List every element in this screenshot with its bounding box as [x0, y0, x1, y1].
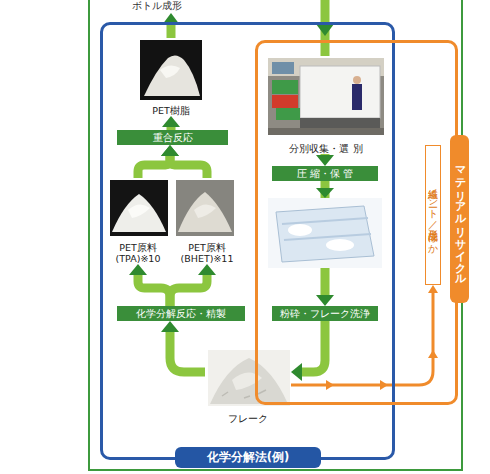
- bale-highlight: [326, 239, 354, 251]
- sign: [272, 62, 294, 74]
- arrow-head: [380, 380, 388, 390]
- flow-arrow: [321, 154, 330, 155]
- flake-texture: [222, 390, 266, 398]
- photo-tile: フレーク: [205, 348, 291, 424]
- bale-highlight: [288, 224, 312, 236]
- flake-heap: [210, 358, 288, 404]
- photo-background: [176, 180, 234, 236]
- photo-background: [268, 198, 382, 268]
- node-text: 粉砕・フレーク洗浄: [280, 308, 370, 319]
- node-text: 繊維／シート／成形品 ほか: [428, 181, 439, 248]
- arrow-head: [326, 380, 334, 390]
- photo-tile: PET樹脂: [133, 38, 209, 116]
- process-group: マテリアルリサイクル分別収集・選 別圧 縮・保 管粉砕・フレーク洗浄繊維／シート…: [255, 40, 458, 405]
- node-text: 化学分解反応・精製: [136, 308, 226, 319]
- process-box: 重合反応: [117, 130, 228, 145]
- powder-heap: [144, 55, 200, 96]
- flow-shaft: [167, 24, 176, 38]
- group-tab: マテリアルリサイクル: [450, 135, 469, 303]
- crate: [276, 108, 300, 120]
- powder-highlight: [160, 65, 180, 78]
- powder-highlight: [194, 204, 216, 218]
- ground: [268, 128, 384, 135]
- cut-label: ボトル成形: [132, 0, 182, 11]
- flow-arrow: [302, 321, 325, 372]
- node-text: PET樹脂: [152, 105, 190, 116]
- node-text: PET原料 (BHET)※11: [172, 242, 242, 264]
- process-box: 粉砕・フレーク洗浄: [272, 306, 378, 321]
- photo-tile: PET原料 (BHET)※11: [172, 178, 242, 264]
- arrow-head: [316, 24, 334, 36]
- photo-tile: PET原料 (TPA)※10: [106, 178, 170, 264]
- truck-chassis: [300, 118, 380, 128]
- node-text: PET原料 (TPA)※10: [106, 242, 170, 264]
- arrow-head: [316, 188, 334, 198]
- photo-background: [110, 180, 168, 236]
- photo-background: [208, 350, 290, 406]
- bale-texture: [282, 218, 371, 240]
- crate: [272, 80, 298, 94]
- outer-frame: [89, 0, 462, 470]
- powder-heap: [112, 194, 166, 232]
- process-box: 圧 縮・保 管: [272, 166, 378, 181]
- truck-body: [300, 66, 380, 118]
- output-box: 繊維／シート／成形品 ほか: [425, 145, 441, 285]
- crate: [272, 95, 298, 108]
- photo-background: [268, 58, 384, 135]
- node-text: 重合反応: [153, 132, 193, 143]
- arrow-head: [428, 350, 438, 358]
- photo-tile: 分別収集・選 別: [266, 56, 386, 154]
- process-group: 化学分解法(例)PET樹脂重合反応PET原料 (TPA)※10PET原料 (BH…: [100, 22, 395, 460]
- node-text: 分別収集・選 別: [289, 143, 362, 154]
- flow-arrow: [138, 156, 170, 178]
- flow-arrow: [138, 275, 170, 306]
- bottle-bale: [276, 206, 374, 262]
- process-box: 化学分解反応・精製: [117, 306, 245, 321]
- node-text: フレーク: [228, 413, 268, 424]
- powder-heap: [178, 192, 232, 232]
- flow-arrow: [170, 156, 207, 178]
- node-text: 圧 縮・保 管: [297, 168, 353, 179]
- photo-background: [140, 40, 202, 100]
- worker-head: [353, 76, 361, 84]
- powder-highlight: [128, 204, 150, 218]
- flow-arrow: [170, 275, 207, 306]
- flow-arrow: [170, 332, 205, 372]
- worker: [352, 84, 362, 110]
- group-tab: 化学分解法(例): [175, 447, 321, 468]
